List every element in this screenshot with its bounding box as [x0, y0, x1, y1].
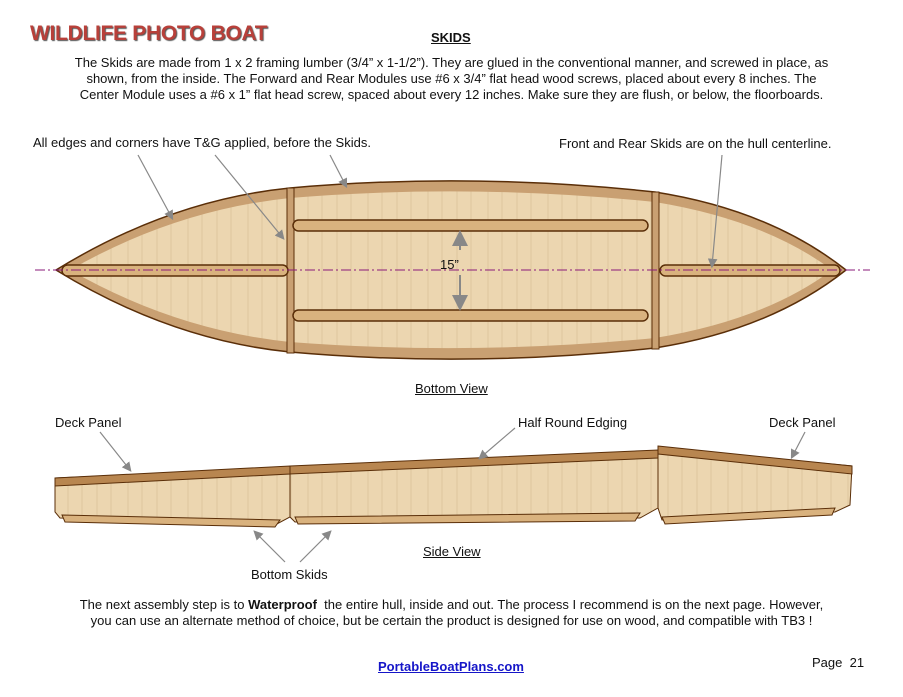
bottom-view-hull [35, 154, 870, 360]
bottom-view-caption: Bottom View [415, 381, 488, 396]
intro-line: shown, from the inside. The Forward and … [86, 71, 817, 86]
side-view-hull [54, 427, 853, 563]
callout-tg-edges: All edges and corners have T&G applied, … [33, 135, 371, 150]
dimension-label: 15” [440, 257, 459, 272]
outro-text: The next assembly step is to [79, 597, 249, 612]
side-view-caption: Side View [423, 544, 481, 559]
label-deck-panel-right: Deck Panel [769, 415, 836, 430]
outro-text: you can use an alternate method of choic… [90, 613, 813, 628]
label-deck-panel-left: Deck Panel [55, 415, 122, 430]
outro-text: the entire hull, inside and out. The pro… [316, 597, 824, 612]
intro-line: Center Module uses a #6 x 1” flat head s… [79, 87, 824, 102]
page-number: Page 21 [812, 655, 865, 670]
outro-emphasis: Waterproof [248, 597, 317, 612]
intro-line: The Skids are made from 1 x 2 framing lu… [74, 55, 829, 70]
closing-paragraph: The next assembly step is to Waterproof … [20, 597, 883, 629]
document-title: WILDLIFE PHOTO BOAT [30, 22, 268, 45]
label-bottom-skids: Bottom Skids [251, 567, 328, 582]
callout-centerline: Front and Rear Skids are on the hull cen… [559, 136, 832, 151]
intro-paragraph: The Skids are made from 1 x 2 framing lu… [20, 55, 883, 103]
label-half-round-edging: Half Round Edging [518, 415, 628, 430]
section-heading: SKIDS [431, 30, 471, 45]
website-link[interactable]: PortableBoatPlans.com [378, 659, 524, 674]
